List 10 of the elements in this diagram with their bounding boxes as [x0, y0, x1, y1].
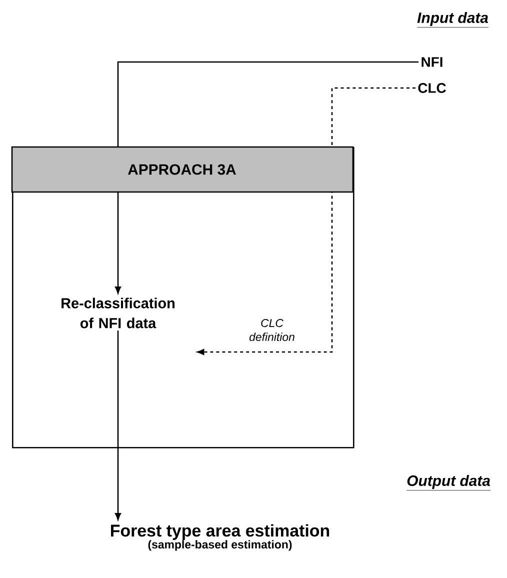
output-heading: Output data — [406, 475, 491, 491]
input-heading: Input data — [416, 12, 489, 28]
output-text: Forest type area estimation (sample-based estimation) — [111, 524, 330, 551]
edge-label: CLC definition — [249, 318, 294, 342]
process-text: Re-classification of NFI data — [62, 298, 174, 328]
arrow — [115, 61, 419, 294]
input-text: NFI — [422, 57, 442, 67]
arrow — [197, 87, 416, 355]
input-text: CLC — [418, 83, 446, 93]
arrow — [115, 330, 121, 520]
